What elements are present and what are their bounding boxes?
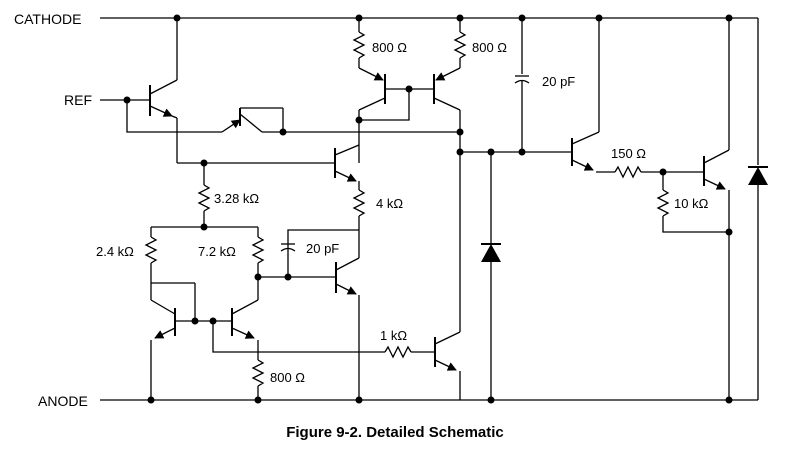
- diode-output: [748, 166, 768, 185]
- resistor-800-b-label: 800 Ω: [472, 40, 507, 55]
- capacitor-20pf-lower-label: 20 pF: [306, 241, 339, 256]
- anode-label: ANODE: [38, 393, 88, 409]
- resistor-800-lower-label: 800 Ω: [270, 370, 305, 385]
- diode-middle: [481, 243, 501, 262]
- capacitor-20pf-upper-label: 20 pF: [542, 74, 575, 89]
- ref-feed-wire: [126, 100, 222, 133]
- figure-caption: Figure 9-2. Detailed Schematic: [286, 424, 504, 441]
- capacitor-20pf-lower: [280, 243, 296, 252]
- lower-gain-transistor: [335, 230, 360, 400]
- output-power-transistor: [703, 18, 730, 190]
- resistor-3-28k-label: 3.28 kΩ: [214, 191, 259, 206]
- input-transistor: [149, 18, 178, 163]
- resistor-10k-label: 10 kΩ: [674, 196, 709, 211]
- resistor-7-2k-label: 7.2 kΩ: [198, 244, 236, 259]
- mid-transistor: [334, 144, 360, 182]
- lateral-transistor: [221, 107, 284, 133]
- resistor-4k-label: 4 kΩ: [376, 196, 403, 211]
- lower-mirror-left: [150, 283, 176, 400]
- resistor-10k: [656, 189, 670, 217]
- cathode-label: CATHODE: [14, 11, 81, 27]
- resistor-2-4k: [144, 236, 158, 264]
- resistor-800-a: [352, 31, 366, 59]
- resistor-4k: [352, 189, 366, 217]
- junction-dots: [123, 14, 733, 404]
- lower-mirror-right: [231, 299, 259, 360]
- resistor-1k-label: 1 kΩ: [380, 328, 407, 343]
- lower-output-transistor: [434, 152, 461, 400]
- driver-transistor: [571, 18, 600, 171]
- mirror-transistor-left: [358, 67, 386, 163]
- resistor-2-4k-label: 2.4 kΩ: [96, 244, 134, 259]
- resistor-1k: [384, 345, 412, 359]
- mirror-transistor-right: [433, 67, 461, 152]
- resistor-800-lower: [251, 359, 265, 387]
- resistor-7-2k: [251, 236, 265, 264]
- resistor-3-28k: [197, 184, 211, 212]
- resistor-800-a-label: 800 Ω: [372, 40, 407, 55]
- resistor-150-label: 150 Ω: [611, 146, 646, 161]
- capacitor-20pf-upper: [514, 75, 530, 84]
- resistor-150: [614, 165, 642, 179]
- ref-label: REF: [64, 92, 92, 108]
- resistor-800-b: [453, 31, 467, 59]
